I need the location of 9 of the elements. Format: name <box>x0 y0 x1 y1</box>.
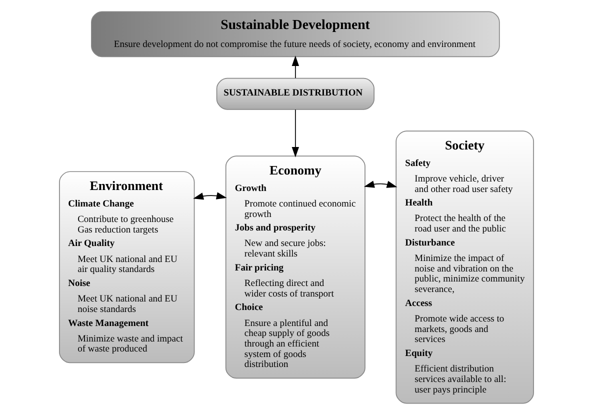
arrow <box>193 192 227 200</box>
arrow <box>292 56 300 78</box>
node-box: Sustainable Development Ensure development do not compromise the future needs of society, economy and environment <box>91 11 500 58</box>
arrow <box>292 109 300 158</box>
node-box: Society Safety Improve vehicle, driver and other road user safety Health Protect the health of the road user and the public Disturbance Minimize the impact of noise and vibration on the public, minimize community severance, Access Promote wide access to markets, goods and services Equity Efficient distribution services available to all: user pays principle <box>396 130 534 404</box>
node-box: Economy Growth Promote continued economic growth Jobs and prosperity New and secure jobs: relevant skills Fair pricing Reflecting direct and wider costs of transport Choice Ensure a plentiful and cheap supply of goods through an efficient system of goods distribution <box>225 156 366 379</box>
node-box: SUSTAINABLE DISTRIBUTION <box>216 78 374 110</box>
arrow <box>364 180 398 188</box>
node-box: Environment Climate Change Contribute to greenhouse Gas reduction targets Air Quality Meet UK national and EU air quality standards Noise Meet UK national and EU noise standards Waste Management Minimize waste and impact of waste produced <box>59 171 195 364</box>
